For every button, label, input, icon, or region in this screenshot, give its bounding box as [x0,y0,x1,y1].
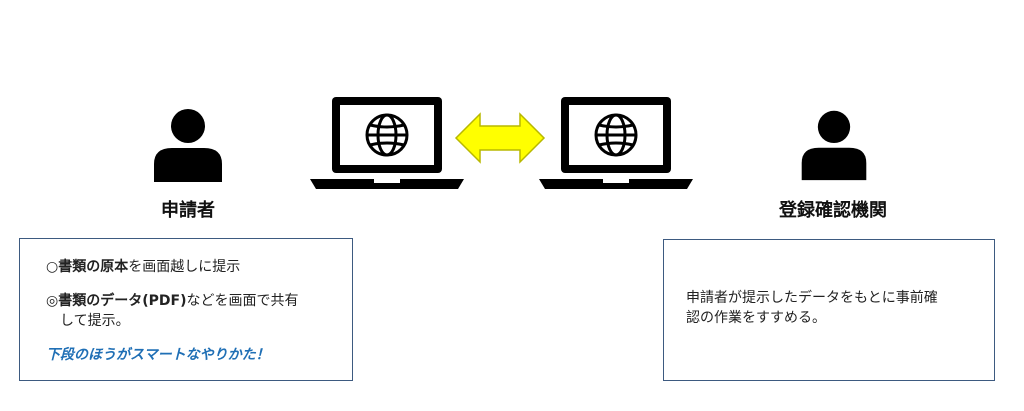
applicant-note-box: ○書類の原本を画面越しに提示 ◎書類のデータ(PDF)などを画面で共有 して提示… [19,238,353,381]
agency-note-line1: 申請者が提示したデータをもとに事前確 [686,290,938,306]
registration-agency-label: 登録確認機関 [779,200,887,221]
applicant-label: 申請者 [161,200,215,221]
emphasis-note: 下段のほうがスマートなやりかた！ [46,347,270,363]
note-line-data: ◎書類のデータ(PDF)などを画面で共有 [46,293,299,309]
laptop-globe-icon [310,97,464,189]
laptop-globe-icon [539,97,693,189]
person-icon [801,110,867,181]
double-arrow-icon [454,112,546,164]
agency-note-line2: 認の作業をすすめる。 [686,310,826,326]
note-line-data-cont: して提示。 [60,313,130,329]
person-icon [154,109,222,182]
note-line-original: ○書類の原本を画面越しに提示 [46,259,241,275]
agency-note-box: 申請者が提示したデータをもとに事前確 認の作業をすすめる。 [663,239,995,381]
